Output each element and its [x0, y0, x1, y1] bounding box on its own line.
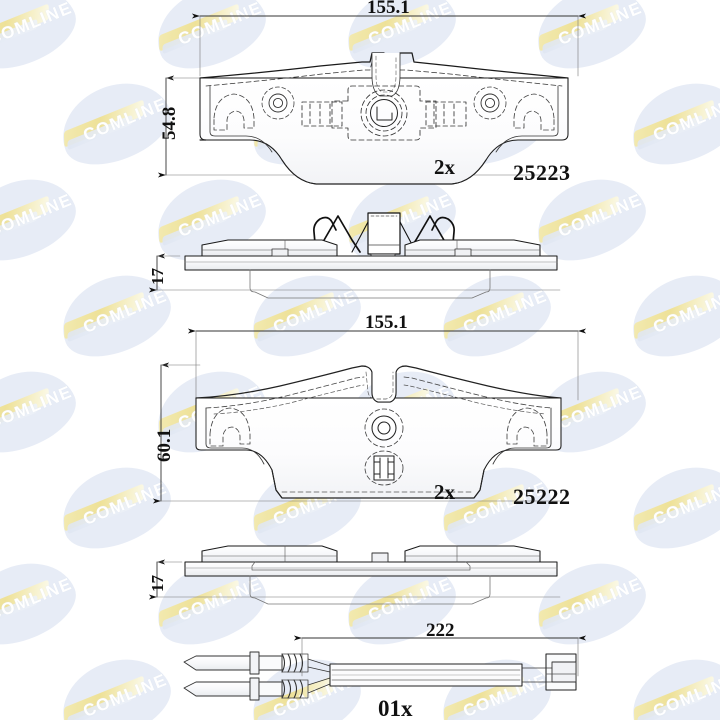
- lower-side-plate: [184, 561, 558, 577]
- sensor-probe-upper: [183, 651, 309, 675]
- dim-label-upper-width: 155.1: [367, 0, 410, 18]
- lower-side-right-shim: [404, 545, 541, 563]
- upper-side-left-boss: [271, 248, 289, 257]
- upper-side-right-boss: [454, 248, 472, 257]
- spring-clip-center-tab: [367, 212, 401, 255]
- lower-side-left-shim: [201, 545, 338, 563]
- sensor-cable: [329, 663, 523, 687]
- lower-side-friction-profile: [249, 575, 491, 605]
- upper-side-friction-profile: [249, 269, 491, 299]
- lower-side-center-boss: [371, 552, 389, 563]
- upper-side-plate: [184, 255, 558, 271]
- upper-pad-hub-keyway: [376, 106, 393, 121]
- qty-label-upper-pad: 2x: [434, 155, 455, 179]
- fig-upper-pad: [157, 13, 587, 185]
- dim-label-sensor-length: 222: [426, 620, 455, 641]
- fig-wear-sensor: [183, 635, 587, 701]
- dim-label-lower-thickness: 17: [148, 575, 167, 592]
- dim-label-upper-height: 54.8: [159, 106, 180, 140]
- qty-label-sensor: 01x: [378, 696, 413, 720]
- part-number-lower-pad: 25222: [513, 484, 571, 509]
- part-number-upper-pad: 25223: [513, 160, 571, 185]
- dim-label-clip-thickness: 17: [148, 268, 167, 285]
- fig-upper-pad-side: [148, 212, 561, 299]
- lower-pad-backing-plate: [195, 397, 562, 499]
- fig-lower-pad-side: [148, 545, 561, 605]
- dim-label-lower-height: 60.1: [154, 428, 175, 462]
- upper-side-right-shim: [404, 239, 541, 257]
- lower-pad-center-notch: [361, 365, 407, 403]
- sensor-connector: [521, 653, 577, 691]
- upper-side-left-shim: [201, 239, 338, 257]
- qty-label-lower-pad: 2x: [434, 480, 455, 504]
- sensor-probe-lower: [183, 677, 309, 701]
- dim-label-lower-width: 155.1: [365, 312, 408, 333]
- fig-lower-pad: [152, 328, 587, 504]
- sensor-leads: [307, 658, 331, 694]
